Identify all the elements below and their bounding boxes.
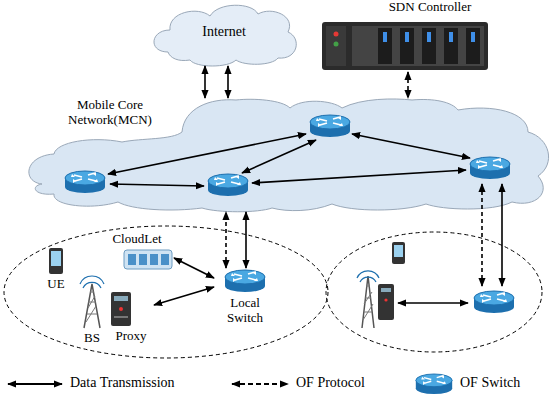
data-link xyxy=(501,184,503,286)
core-links xyxy=(108,134,470,186)
node-label: SDN Controller xyxy=(368,0,492,15)
of-protocol-link xyxy=(481,184,483,286)
of-switch xyxy=(310,115,350,137)
cloudlet-node: CloudLet xyxy=(100,232,174,270)
legend-label: OF Protocol xyxy=(296,375,365,391)
node-label: Local Switch xyxy=(217,296,273,326)
phone-icon xyxy=(392,242,405,264)
node-label: CloudLet xyxy=(100,232,174,247)
base-station: BS xyxy=(78,278,106,348)
access-region xyxy=(326,232,542,352)
data-link xyxy=(174,258,214,278)
controller-box: SDN Controller xyxy=(318,0,492,72)
data-link xyxy=(398,302,468,304)
access-region xyxy=(4,226,328,358)
node-label: BS xyxy=(78,331,106,346)
data-link xyxy=(154,287,214,305)
data-link xyxy=(204,66,206,98)
node-label: Proxy xyxy=(108,329,154,344)
local-switch: Local Switch xyxy=(214,268,276,332)
of-protocol-link xyxy=(407,72,409,98)
core-network-cloud: Mobile Core Network(MCN) xyxy=(22,98,552,212)
legend-entry: OF Protocol xyxy=(296,375,365,391)
legend-sample xyxy=(8,383,62,385)
legend-entry: OF Switch xyxy=(460,375,520,391)
legend-label: Data Transmission xyxy=(70,375,175,391)
internet-cloud: Internet xyxy=(148,2,300,66)
of-protocol-link xyxy=(225,212,227,268)
data-link xyxy=(227,66,229,98)
data-link xyxy=(245,212,247,268)
legend-sample xyxy=(232,383,288,385)
node-label: UE xyxy=(42,277,70,292)
node-label: Mobile Core Network(MCN) xyxy=(48,98,172,128)
of-switch xyxy=(208,174,248,196)
of-switch xyxy=(470,157,510,179)
legend-label: OF Switch xyxy=(460,375,520,391)
legend-sample xyxy=(416,374,452,394)
proxy-node: Proxy xyxy=(108,292,154,346)
node-label: Internet xyxy=(148,24,300,40)
of-switch xyxy=(474,291,514,313)
of-switch xyxy=(65,171,105,193)
legend-entry: Data Transmission xyxy=(70,375,175,391)
base-station-icon xyxy=(357,271,394,328)
user-equipment: UE xyxy=(42,248,70,294)
